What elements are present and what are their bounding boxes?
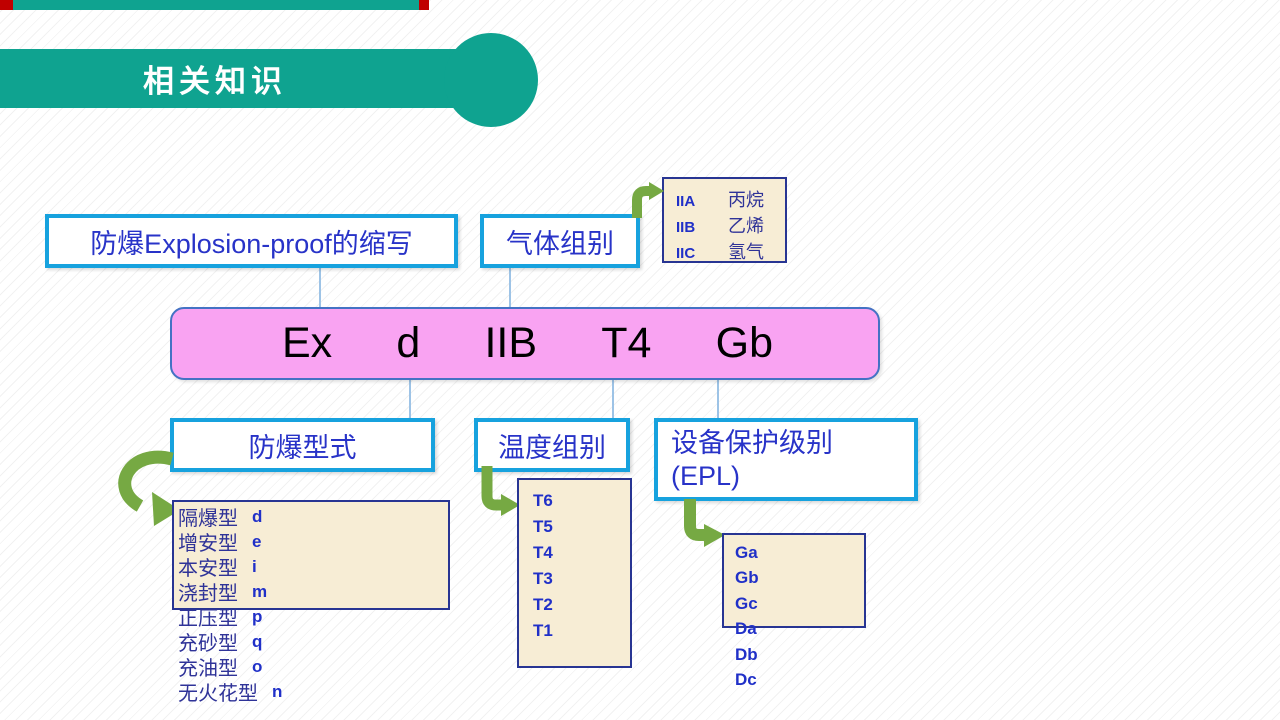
elbow-arrow-icon [481, 466, 520, 516]
top-strip-teal [13, 0, 419, 10]
protection-type-code: q [252, 631, 263, 651]
ex-marking-box: Ex d IIB T4 Gb [170, 307, 880, 380]
protection-type-name: 隔爆型 [178, 508, 238, 530]
gas-group-example: 丙烷 [728, 190, 764, 210]
label-box-gas-group: 气体组别 [480, 214, 640, 268]
header-banner [0, 49, 500, 108]
label-box-temperature-group: 温度组别 [474, 418, 630, 472]
protection-type-code: i [252, 556, 257, 576]
temperature-class: T4 [533, 543, 553, 562]
connector-ex-to-abbr [319, 268, 321, 307]
connector-t4-to-temperature-group [612, 380, 614, 418]
protection-type-name: 本安型 [178, 558, 238, 580]
protection-type-name: 充砂型 [178, 633, 238, 655]
protection-types-list: 隔爆型 d 增安型 e 本安型 i 浇封型 m 正压型 p 充砂型 q 充油型 … [178, 504, 283, 706]
list-item: 隔爆型 d [178, 504, 282, 531]
gas-group-row: IIC 氢气 [676, 238, 777, 264]
protection-type-name: 无火花型 [178, 683, 258, 705]
list-item: 正压型 p [178, 604, 282, 631]
label-box-explosion-proof-abbr: 防爆Explosion-proof的缩写 [45, 214, 458, 268]
curved-arrow-icon [118, 450, 180, 526]
label-epl-line2: (EPL) [671, 460, 741, 491]
marking-token-ex: Ex [282, 319, 333, 367]
label-epl-line1: 设备保护级别 [671, 427, 833, 458]
page-title: 相关知识 [143, 64, 287, 99]
protection-type-name: 浇封型 [178, 583, 238, 605]
epl-level: Gc [735, 593, 758, 613]
temperature-class: T1 [533, 621, 553, 640]
top-strip-red-left [0, 0, 13, 10]
protection-type-name: 增安型 [178, 533, 238, 555]
gas-group-table: IIA 丙烷 IIB 乙烯 IIC 氢气 [662, 177, 787, 263]
connector-iib-to-gas-group [509, 268, 511, 307]
marking-token-gb: Gb [715, 319, 773, 367]
gas-group-row: IIB 乙烯 [676, 212, 777, 238]
label-explosion-proof-abbr: 防爆Explosion-proof的缩写 [90, 228, 413, 259]
temperature-class: T2 [533, 595, 553, 614]
connector-gb-to-epl [717, 380, 719, 418]
marking-token-t4: T4 [601, 319, 652, 367]
gas-group-example: 乙烯 [728, 216, 764, 236]
label-box-protection-type: 防爆型式 [170, 418, 435, 472]
epl-level: Db [735, 644, 758, 664]
epl-level: Da [735, 619, 757, 639]
top-strip-red-right [419, 0, 429, 10]
list-item: 无火花型 n [178, 679, 283, 706]
epl-level: Dc [735, 670, 757, 690]
list-item: 充油型 o [178, 654, 282, 681]
protection-type-code: e [252, 531, 262, 551]
gas-group-code: IIC [676, 245, 696, 262]
elbow-arrow-icon [684, 499, 725, 547]
temperature-class: T5 [533, 517, 553, 536]
protection-type-code: m [252, 581, 268, 601]
connector-d-to-protection-type [409, 380, 411, 418]
list-item: 浇封型 m [178, 579, 282, 606]
list-item: 本安型 i [178, 554, 282, 581]
epl-level: Gb [735, 568, 759, 588]
epl-levels-list: Ga Gb Gc Da Db Dc [735, 540, 759, 693]
temperature-class: T3 [533, 569, 553, 588]
protection-type-name: 充油型 [178, 658, 238, 680]
protection-type-code: n [272, 681, 283, 701]
protection-type-code: o [252, 656, 263, 676]
protection-types-box [172, 500, 450, 610]
gas-group-example: 氢气 [728, 242, 764, 262]
protection-type-code: d [252, 506, 263, 526]
elbow-arrow-icon [632, 182, 664, 218]
label-protection-type: 防爆型式 [248, 432, 357, 463]
temperature-class: T6 [533, 491, 553, 510]
gas-group-row: IIA 丙烷 [676, 186, 777, 212]
header-banner-circle [444, 33, 538, 127]
epl-level: Ga [735, 542, 758, 562]
list-item: 增安型 e [178, 529, 282, 556]
label-temperature-group: 温度组别 [498, 432, 606, 463]
gas-group-code: IIB [676, 219, 696, 236]
marking-token-iib: IIB [484, 319, 538, 367]
list-item: 充砂型 q [178, 629, 282, 656]
gas-group-code: IIA [676, 193, 696, 210]
protection-type-code: p [252, 606, 263, 626]
protection-type-name: 正压型 [178, 608, 238, 630]
temperature-classes-box: T6 T5 T4 T3 T2 T1 [517, 478, 632, 668]
label-gas-group: 气体组别 [506, 228, 614, 259]
marking-token-d: d [396, 319, 421, 367]
label-box-epl: 设备保护级别 (EPL) [654, 418, 918, 501]
epl-levels-box [722, 533, 866, 628]
